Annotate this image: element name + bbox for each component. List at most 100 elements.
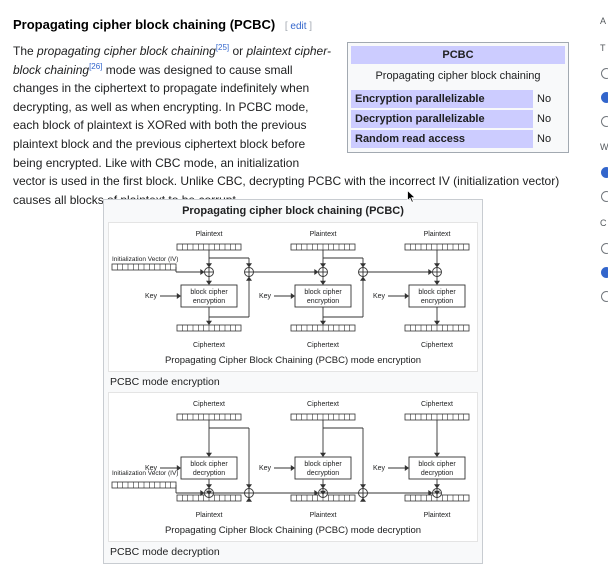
arrow-head [206,263,212,268]
arrow-head [404,465,409,471]
ciphertext-label: Ciphertext [193,342,225,349]
box-text: decryption [193,470,225,477]
arrow-head [320,452,326,457]
arrow-head [176,465,181,471]
infobox: PCBC Propagating cipher block chaining E… [347,42,569,153]
arrow-head [246,263,252,268]
infobox-key: Random read access [351,130,533,148]
key-label: Key [373,293,386,300]
arrow-head [176,293,181,299]
ciphertext-label: Ciphertext [421,401,453,408]
ciphertext-label: Ciphertext [421,342,453,349]
infobox-title: PCBC [351,46,565,64]
infobox-value: No [537,133,552,145]
edit-link[interactable]: edit [290,21,307,32]
decryption-caption: PCBC mode decryption [110,546,220,558]
box-text: decryption [307,470,339,477]
article-paragraph: PCBC Propagating cipher block chaining E… [13,42,573,209]
arrow-head [314,269,319,275]
arrow-head [360,497,366,502]
arrow-head [360,263,366,268]
key-label: Key [373,465,386,472]
citation-link[interactable]: [25] [215,43,230,52]
box-text: block cipher [190,289,228,296]
plaintext-label: Plaintext [196,231,223,238]
appearance-sidebar: A T W C [594,0,608,572]
infobox-row: Encryption parallelizable No [351,89,565,109]
infobox-key: Decryption parallelizable [351,110,533,128]
plaintext-label: Plaintext [196,512,223,519]
arrow-head [290,465,295,471]
figure-title: Propagating cipher block chaining (PCBC) [182,205,404,217]
diagram-caption: Propagating Cipher Block Chaining (PCBC)… [165,355,421,366]
arrow-head [434,484,440,489]
arrow-head [246,276,252,281]
box-text: block cipher [190,461,228,468]
plaintext-label: Plaintext [310,231,337,238]
infobox-row: Random read access No [351,129,565,149]
arrow-head [290,293,295,299]
ciphertext-label: Ciphertext [193,401,225,408]
plaintext-label: Plaintext [310,512,337,519]
infobox-value: No [537,113,552,125]
arrow-head [200,269,205,275]
radio-option[interactable] [601,68,608,79]
section-heading: Propagating cipher block chaining (PCBC)… [13,17,312,32]
arrow-head [206,280,212,285]
para-term: plaintext cipher-block chaining [13,44,331,77]
box-text: block cipher [418,461,456,468]
sidebar-label: W [600,142,608,152]
decryption-diagram-svg: Ciphertext block cipher decryption KeyPlain… [111,401,470,536]
iv-label: Initialization Vector (IV) [112,256,178,263]
ciphertext-label: Ciphertext [307,401,339,408]
key-label: Key [145,465,158,472]
arrow-head [434,280,440,285]
citation-link[interactable]: [26] [89,61,103,71]
radio-option[interactable] [601,191,608,202]
arrow-head [320,484,326,489]
pcbc-figure: Propagating cipher block chaining (PCBC)… [103,199,483,564]
sidebar-heading: A [600,16,607,26]
arrow-head [200,490,205,496]
infobox-value: No [537,93,552,105]
radio-option-selected[interactable] [601,267,608,278]
radio-option[interactable] [601,291,608,302]
key-label: Key [259,465,272,472]
key-label: Key [259,293,272,300]
radio-option[interactable] [601,116,608,127]
arrow-head [320,280,326,285]
mouse-cursor-icon [407,190,416,203]
box-text: block cipher [418,289,456,296]
arrow-head [320,263,326,268]
infobox-subtitle: Propagating cipher block chaining [351,64,565,89]
arrow-head [320,320,326,325]
radio-option-selected[interactable] [601,167,608,178]
infobox-row: Decryption parallelizable No [351,109,565,129]
infobox-key: Encryption parallelizable [351,90,533,108]
arrow-head [206,452,212,457]
box-text: decryption [421,470,453,477]
arrow-head [246,484,252,489]
section-title: Propagating cipher block chaining (PCBC) [13,17,276,32]
arrow-head [206,320,212,325]
sidebar-label: C [600,218,607,228]
iv-label: Initialization Vector (IV) [112,470,178,477]
sidebar-label: T [600,43,606,53]
arrow-head [314,490,319,496]
encryption-diagram-svg: Plaintext block cipher encryption KeyCipher… [111,231,470,366]
box-text: block cipher [304,461,342,468]
plaintext-label: Plaintext [424,231,451,238]
arrow-head [360,484,366,489]
radio-option[interactable] [601,243,608,254]
box-text: block cipher [304,289,342,296]
arrow-head [206,484,212,489]
box-text: encryption [307,298,339,305]
para-text: The [13,44,38,58]
arrow-head [428,269,433,275]
plaintext-label: Plaintext [424,512,451,519]
arrow-head [246,497,252,502]
radio-option-selected[interactable] [601,92,608,103]
box-text: encryption [421,298,453,305]
